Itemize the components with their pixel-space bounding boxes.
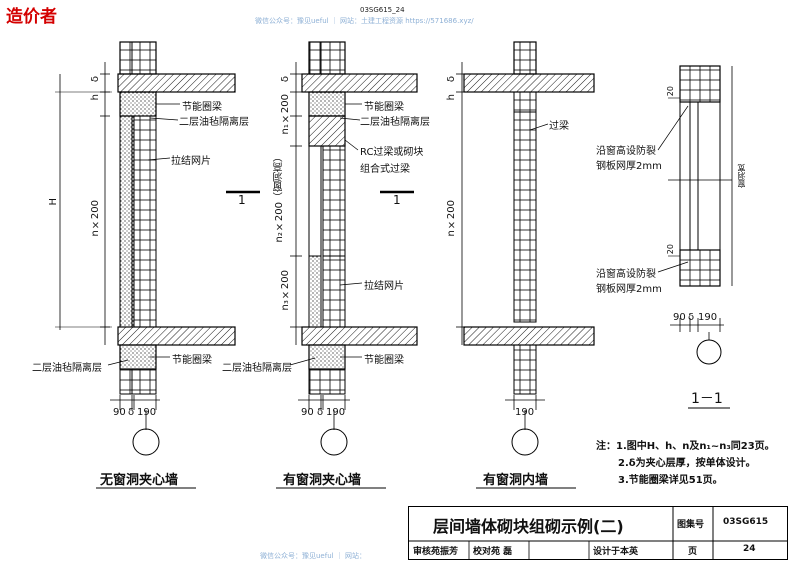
axis-bubble-3	[511, 428, 539, 456]
bottom-slab	[117, 326, 236, 346]
note-3: 3.节能圈梁详见51页。	[618, 475, 723, 486]
dim-label-n200: n×200	[90, 200, 101, 237]
section-title: 1－1	[691, 391, 723, 407]
note-1: 注：1.图中H、h、n及n₁~n₃同23页。	[596, 441, 775, 452]
label-anti-crack-1: 沿窗高设防裂	[596, 146, 656, 157]
label-lintel: 过梁	[549, 121, 569, 132]
label-energy-beam-bottom-2: 节能圈梁	[364, 355, 404, 366]
label-tie-mesh-2: 拉结网片	[364, 281, 404, 292]
wall-window-cavity	[289, 41, 418, 456]
label-energy-beam: 节能圈梁	[182, 102, 222, 113]
dim-label-n1: n₁×200	[280, 94, 291, 135]
note-2: 2.δ为夹心层厚，按单体设计。	[618, 458, 756, 469]
title-block-grid	[409, 507, 787, 559]
dim-label-h-3: h	[446, 94, 457, 101]
dim-label-h: h	[90, 94, 101, 101]
caption-no-window-cavity: 无窗洞夹心墙	[100, 473, 179, 488]
title-block: 层间墙体砌块组砌示例(二) 图集号 03SG615 审核苑振芳 校对苑 磊 设计…	[408, 506, 788, 560]
review: 审核苑振芳	[413, 547, 459, 557]
dim-190-2: 190	[326, 407, 346, 418]
label-energy-beam-2: 节能圈梁	[364, 102, 404, 113]
dim-90: 90	[113, 407, 126, 418]
axis-bubble-1	[132, 428, 160, 456]
label-anti-crack-2: 钢板网厚2mm	[596, 161, 662, 172]
label-energy-beam-bottom: 节能圈梁	[172, 355, 212, 366]
section-1-1	[657, 65, 733, 409]
page-label: 页	[688, 547, 698, 557]
dim-delta: δ	[128, 407, 135, 418]
check: 校对苑 磊	[473, 547, 513, 557]
label-anti-crack-3: 沿窗高设防裂	[596, 269, 656, 280]
top-slab	[117, 73, 236, 93]
dim-190: 190	[137, 407, 157, 418]
top-code: 03SG615_24	[360, 6, 405, 14]
dim-20-bottom: 20	[666, 244, 675, 255]
corner-label: 造价者	[6, 7, 57, 27]
design: 设计于本英	[593, 547, 639, 557]
dim-20-top: 20	[666, 86, 675, 97]
label-anti-crack-4: 钢板网厚2mm	[596, 284, 662, 295]
atlas-label: 图集号	[677, 520, 705, 530]
dim-90-2: 90	[301, 407, 314, 418]
dim-label-n200-3: n×200	[446, 200, 457, 237]
dim-label-n2: n₂×200（窗洞高）	[274, 152, 285, 243]
caption-window-cavity: 有窗洞夹心墙	[283, 473, 362, 488]
label-felt-layer-bottom: 二层油毡隔离层	[32, 363, 102, 374]
dim-label-delta: δ	[90, 76, 101, 83]
dim-label-n3: n₃×200	[280, 270, 291, 311]
dim-190-s: 190	[698, 312, 718, 323]
atlas-number: 03SG615	[723, 517, 769, 527]
label-rc-lintel-2: 组合式过梁	[360, 164, 410, 175]
title-block-title: 层间墙体砌块组砌示例(二)	[433, 517, 624, 536]
watermark-bottom: 微信公众号：豫见ueful ｜ 网站：	[260, 552, 367, 560]
dim-90-s: 90	[673, 312, 686, 323]
label-tie-mesh: 拉结网片	[171, 156, 211, 167]
section-mark-2: 1	[393, 193, 401, 207]
dim-label-delta-3: δ	[446, 76, 457, 83]
label-felt-layer: 二层油毡隔离层	[179, 117, 249, 128]
dim-label-delta-2: δ	[280, 76, 291, 83]
wall-window-inner	[456, 41, 595, 456]
notes: 注：1.图中H、h、n及n₁~n₃同23页。 2.δ为夹心层厚，按单体设计。 3…	[596, 438, 775, 489]
dim-190-3: 190	[515, 407, 535, 418]
dim-delta-s: δ	[688, 312, 695, 323]
label-window-width: 窗洞宽	[737, 164, 746, 188]
axis-bubble-section	[696, 339, 722, 365]
section-mark-1: 1	[238, 193, 246, 207]
wall-no-window-cavity	[55, 41, 236, 456]
page-number: 24	[743, 544, 756, 554]
label-felt-layer-2: 二层油毡隔离层	[360, 117, 430, 128]
axis-bubble-2	[320, 428, 348, 456]
energy-ring-beam-top	[119, 91, 157, 117]
dim-delta-2: δ	[317, 407, 324, 418]
label-felt-layer-bottom-2: 二层油毡隔离层	[222, 363, 292, 374]
dim-label-H: H	[48, 198, 59, 206]
caption-window-inner: 有窗洞内墙	[483, 473, 549, 488]
watermark-top: 微信公众号：豫见ueful ｜ 网站：土建工程资源 https://571686…	[255, 17, 474, 25]
label-rc-lintel-1: RC过梁或砌块	[360, 147, 424, 158]
